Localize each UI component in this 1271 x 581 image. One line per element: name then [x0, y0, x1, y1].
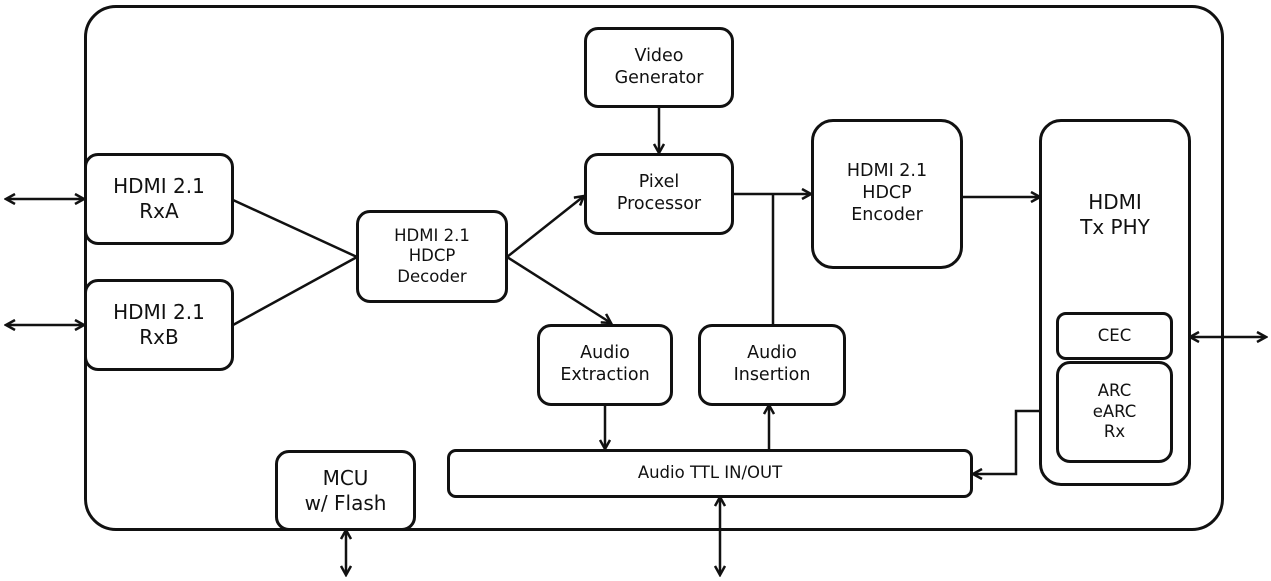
txphy-label-line1: HDMI	[1088, 190, 1142, 214]
hdmi-rxb-block: HDMI 2.1 RxB	[84, 279, 234, 371]
cec-label: CEC	[1097, 325, 1132, 345]
audio-ttl-block: Audio TTL IN/OUT	[447, 449, 973, 498]
extraction-label-line1: Audio	[580, 343, 630, 364]
arc-label-line3: Rx	[1103, 422, 1126, 442]
videogen-label-line2: Generator	[614, 67, 704, 88]
pixel-processor-block: Pixel Processor	[584, 153, 734, 235]
pixel-label-line2: Processor	[616, 194, 702, 214]
mcu-label-line1: MCU	[322, 465, 369, 490]
audio-extraction-block: Audio Extraction	[537, 324, 673, 406]
arc-label-line1: ARC	[1097, 381, 1132, 401]
decoder-to-pixel-arrow	[506, 196, 584, 258]
system-boundary	[84, 5, 1224, 531]
hdcp-encoder-block: HDMI 2.1 HDCP Encoder	[811, 119, 963, 269]
decoder-label-line2: HDCP	[408, 246, 456, 266]
arc-label-line2: eARC	[1092, 401, 1137, 421]
mcu-label-line2: w/ Flash	[304, 490, 387, 515]
videogen-label-line1: Video	[634, 45, 684, 66]
arc-to-ttl-arrow	[973, 409, 1057, 474]
extraction-label-line2: Extraction	[560, 365, 650, 385]
txphy-label-line2: Tx PHY	[1080, 215, 1150, 239]
hdcp-decoder-block: HDMI 2.1 HDCP Decoder	[356, 210, 508, 303]
rxa-label-line2: RxA	[139, 199, 179, 223]
ttl-label: Audio TTL IN/OUT	[637, 463, 783, 483]
audio-insertion-block: Audio Insertion	[698, 324, 846, 406]
decoder-to-extraction-arrow	[506, 255, 611, 323]
mcu-block: MCU w/ Flash	[275, 450, 416, 531]
rxb-label-line1: HDMI 2.1	[113, 300, 205, 324]
insertion-label-line1: Audio	[747, 343, 797, 364]
hdmi-rxa-block: HDMI 2.1 RxA	[84, 153, 234, 245]
rxb-to-decoder-line	[232, 255, 358, 327]
insertion-label-line2: Insertion	[733, 365, 811, 385]
decoder-label-line1: HDMI 2.1	[394, 225, 470, 245]
arc-earc-rx-block: ARC eARC Rx	[1056, 361, 1173, 463]
pixel-label-line1: Pixel	[638, 172, 680, 193]
cec-block: CEC	[1056, 312, 1173, 360]
video-generator-block: Video Generator	[584, 27, 734, 108]
encoder-label-line1: HDMI 2.1	[846, 161, 928, 182]
rxa-to-decoder-line	[232, 198, 358, 259]
decoder-label-line3: Decoder	[397, 266, 467, 286]
encoder-label-line2: HDCP	[862, 183, 912, 204]
rxa-label-line1: HDMI 2.1	[113, 174, 205, 198]
rxb-label-line2: RxB	[139, 325, 179, 349]
encoder-label-line3: Encoder	[851, 204, 923, 225]
